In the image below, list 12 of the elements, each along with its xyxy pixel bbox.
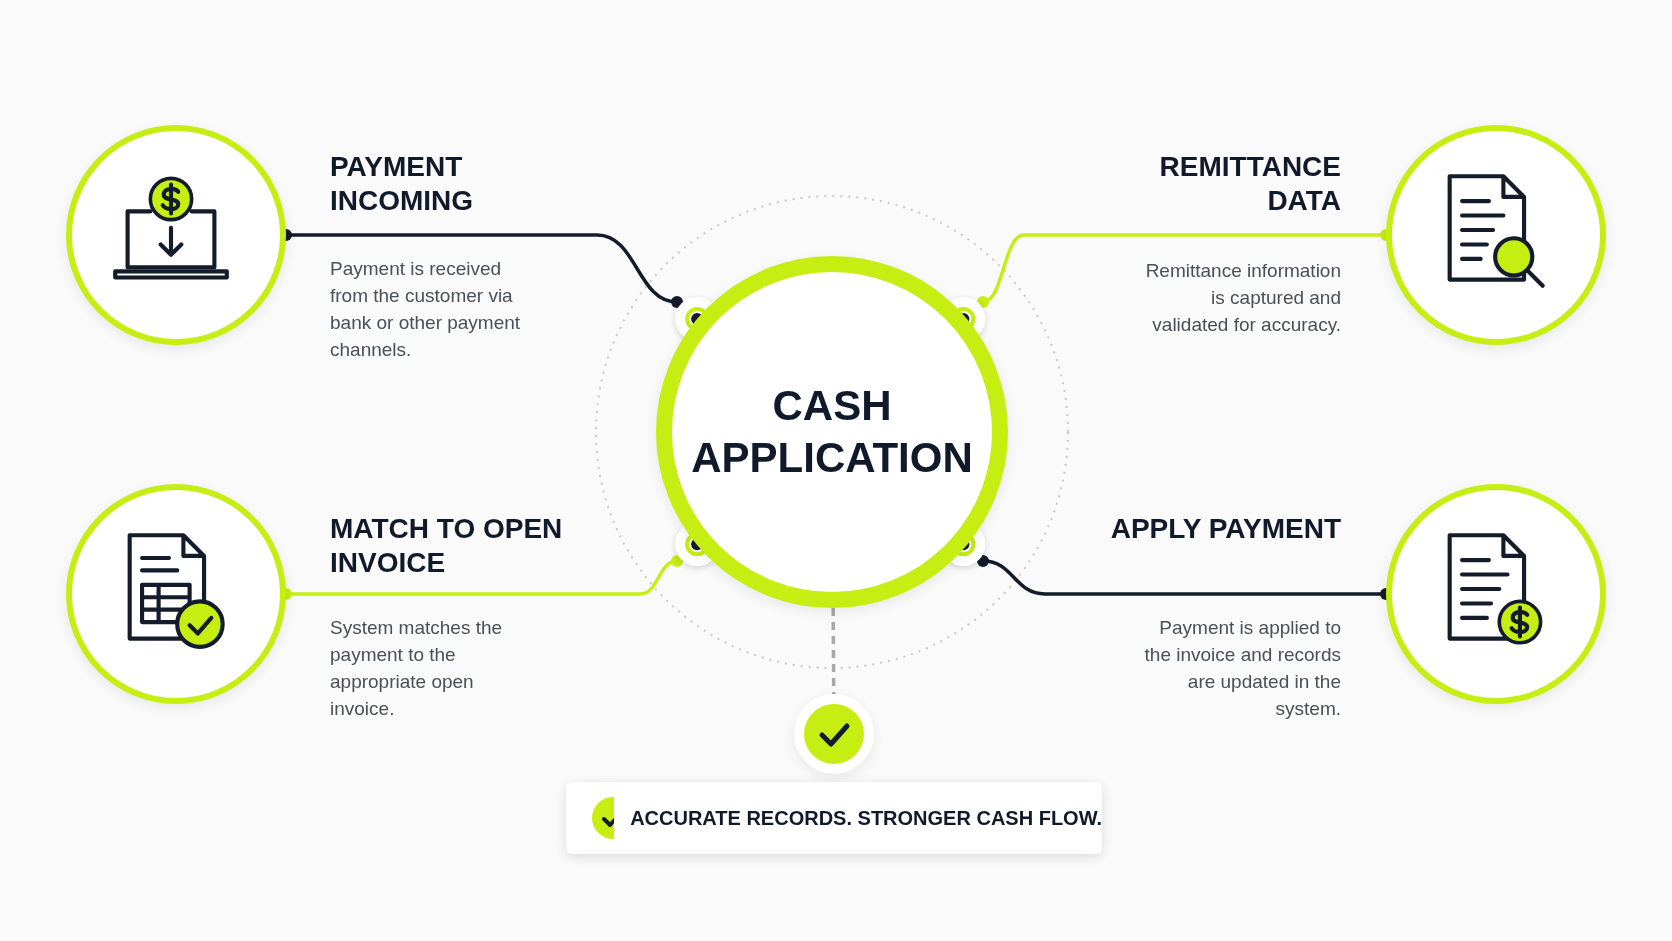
step-heading: REMITTANCE DATA <box>1158 150 1341 218</box>
step-heading: PAYMENT INCOMING <box>330 150 475 218</box>
step-description: Remittance information is captured and validated for accuracy. <box>1144 259 1341 337</box>
step-description: System matches the payment to the appropriate open invoice. <box>330 616 504 721</box>
step-heading: MATCH TO OPEN INVOICE <box>330 512 564 580</box>
center-title: CASH APPLICATION <box>690 380 974 483</box>
step-description: Payment is applied to the invoice and records are updated in the system. <box>1143 616 1341 721</box>
summary-banner <box>566 782 1102 854</box>
step-heading: APPLY PAYMENT <box>1109 512 1341 546</box>
summary-text: ACCURATE RECORDS. STRONGER CASH FLOW. <box>630 806 1102 830</box>
step-description: Payment is received from the customer via bank or other payment channels. <box>330 257 522 362</box>
dashed-connector <box>831 608 836 694</box>
